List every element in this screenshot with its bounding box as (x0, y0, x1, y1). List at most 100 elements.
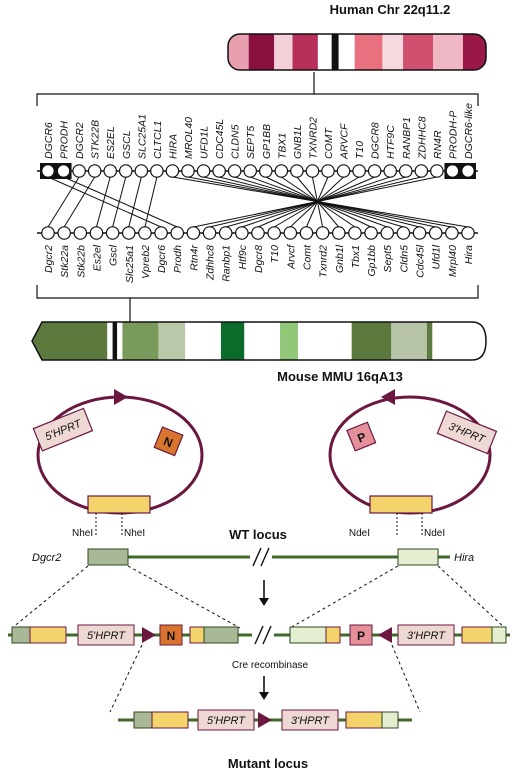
human-gene-label: ES2EL (105, 126, 117, 159)
human-gene-node (72, 164, 86, 178)
mouse-gene-node (57, 226, 71, 240)
mouse-gene-label: Stk22b (75, 245, 87, 278)
mouse-gene-node (364, 226, 378, 240)
human-gene-node (165, 164, 180, 178)
mouse-gene-node (138, 226, 152, 240)
right-loxp-arrow-icon (381, 389, 395, 405)
human-gene-label: SEPT5 (245, 126, 257, 159)
human-gene-node (227, 164, 242, 178)
mouse-gene-label: Gnb1l (334, 244, 346, 273)
mouse-gene-label: Stk22a (59, 245, 71, 278)
human-gene-label: PRODH-P (447, 111, 459, 159)
svg-text:5'HPRT: 5'HPRT (207, 715, 246, 727)
wt-break-gap (250, 549, 272, 565)
ortholog-link (193, 176, 437, 228)
targeted-break-gap (252, 627, 274, 643)
targeted-p-marker (349, 624, 373, 646)
human-gene-node (414, 164, 429, 178)
mouse-gene-node (41, 226, 55, 240)
mutant-loxp-icon (258, 712, 272, 728)
ortholog-link (63, 176, 96, 228)
guide-mutant-right (391, 644, 421, 713)
mouse-chr-band (32, 322, 108, 360)
mouse-gene-node (331, 226, 346, 240)
mouse-chr-band (297, 322, 353, 360)
right-3hprt-box: 3'HPRT (436, 410, 498, 455)
mouse-region-bracket (36, 285, 479, 299)
mouse-gene-label: Vpreb2 (140, 245, 152, 279)
targeted-n-marker (159, 624, 183, 646)
guide-left-outer (11, 565, 89, 629)
human-gene-node (196, 164, 211, 178)
human-gene-node (258, 164, 273, 178)
human-chr-band (274, 34, 293, 70)
wt-locus: WT locus Dgcr2 Hira (32, 527, 474, 567)
svg-text:P: P (357, 629, 365, 643)
human-gene-label: UFD1L (199, 126, 211, 159)
human-gene-node (383, 164, 398, 178)
human-gene-node (336, 164, 351, 178)
human-gene-label: DGCR6-like (463, 103, 475, 159)
human-gene-label: ARVCF (339, 123, 351, 160)
targeted-yellow-4 (461, 626, 493, 644)
arrow-down-icon (259, 598, 269, 606)
human-gene-node (181, 164, 195, 178)
mouse-gene-label: Zdhhc8 (205, 245, 217, 281)
left-site-label-b: NheI (124, 528, 145, 539)
mouse-gene-label: Htf9c (237, 244, 249, 269)
mouse-gene-node (299, 226, 314, 240)
human-chr-band (292, 34, 319, 70)
human-gene-node (305, 164, 320, 178)
guide-right-outer (437, 565, 506, 629)
human-gene-node (321, 164, 335, 178)
wt-break-mark-b (260, 547, 270, 567)
mouse-gene-node (380, 226, 395, 240)
targeted-loxp-left-icon (142, 627, 156, 643)
targeted-5hprt-box (77, 624, 135, 646)
human-gene-node (87, 164, 102, 178)
wt-hira-exon (397, 548, 439, 566)
human-gene-label: RN4R (432, 130, 444, 159)
mouse-chr-band (122, 322, 159, 360)
human-gene-label: CLTCL1 (152, 121, 164, 159)
left-plasmid-homology-arm (87, 495, 151, 514)
guide-right-inner (289, 565, 399, 629)
human-gene-label: T10 (354, 141, 366, 159)
mouse-gene-node (461, 226, 475, 240)
mouse-gene-node (170, 226, 185, 240)
mouse-gene-node (73, 226, 88, 240)
human-chr-title: Human Chr 22q11.2 (330, 2, 451, 17)
ortholog-link (112, 176, 127, 228)
human-gene-label: DGCR8 (370, 122, 382, 159)
mouse-chr-band (112, 322, 118, 360)
left-site-label-a: NheI (72, 528, 93, 539)
human-gene-label: MROL40 (183, 117, 195, 159)
human-chr-band (433, 34, 464, 70)
mouse-chr-band (280, 322, 299, 360)
human-gene-label: DGCR6 (43, 122, 55, 159)
ortholog-link (95, 176, 111, 228)
targeted-allele: 5'HPRT N P 3'HPRT (8, 624, 510, 646)
targeted-loxp-right-icon (378, 627, 392, 643)
mutant-locus-title: Mutant locus (228, 756, 308, 771)
targeted-yellow-2 (189, 626, 205, 644)
mutant-hira-exon (381, 711, 399, 729)
mouse-chr-band (432, 322, 486, 360)
mouse-gene-node (315, 226, 330, 240)
human-chr-band (403, 34, 434, 70)
mouse-gene-node (154, 226, 168, 240)
human-chr-band (317, 34, 333, 70)
mouse-gene-label: Ufd1l (431, 244, 443, 269)
mouse-chr-band (426, 322, 433, 360)
mouse-gene-label: Slc25a1 (124, 245, 136, 283)
mouse-gene-label: Cdc45l (415, 244, 427, 277)
mouse-gene-label: Mrpl40 (447, 245, 459, 277)
human-gene-label: SLC25A1 (136, 114, 148, 159)
mutant-3hprt-box (281, 709, 339, 731)
human-gene-label: HTF9C (385, 125, 397, 159)
mouse-gene-label: Gp1bb (366, 245, 378, 277)
arrow-down-icon-2 (259, 692, 269, 700)
